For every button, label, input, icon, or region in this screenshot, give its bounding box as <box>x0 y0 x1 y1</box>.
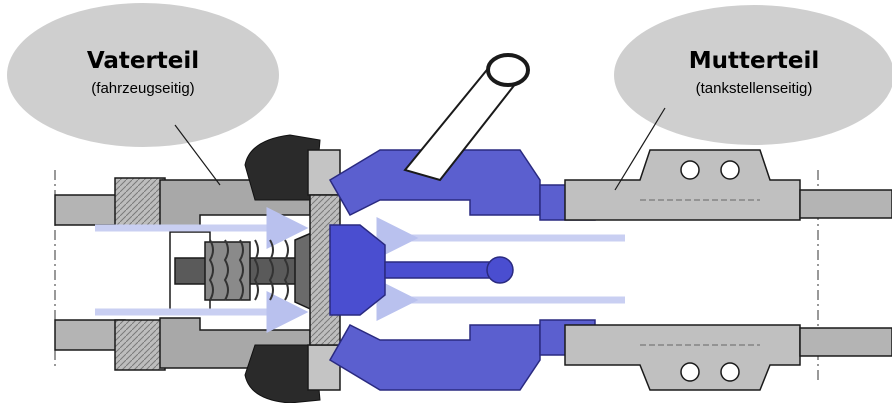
label-vaterteil: Vaterteil (fahrzeugseitig) <box>7 3 279 186</box>
blue-valve <box>328 149 596 391</box>
vaterteil-title: Vaterteil <box>87 48 199 74</box>
vaterteil-subtitle: (fahrzeugseitig) <box>91 80 194 97</box>
right-pipes <box>799 189 892 357</box>
rubber-caps <box>244 134 321 403</box>
left-fittings <box>114 177 166 371</box>
mutterteil-title: Mutterteil <box>689 48 820 74</box>
flow-arrows <box>95 207 625 333</box>
mutterteil-body <box>564 149 801 391</box>
lever-handle <box>403 53 530 182</box>
mutterteil-subtitle: (tankstellenseitig) <box>696 80 813 97</box>
center-flange <box>307 149 341 391</box>
label-mutterteil: Mutterteil (tankstellenseitig) <box>614 5 892 191</box>
